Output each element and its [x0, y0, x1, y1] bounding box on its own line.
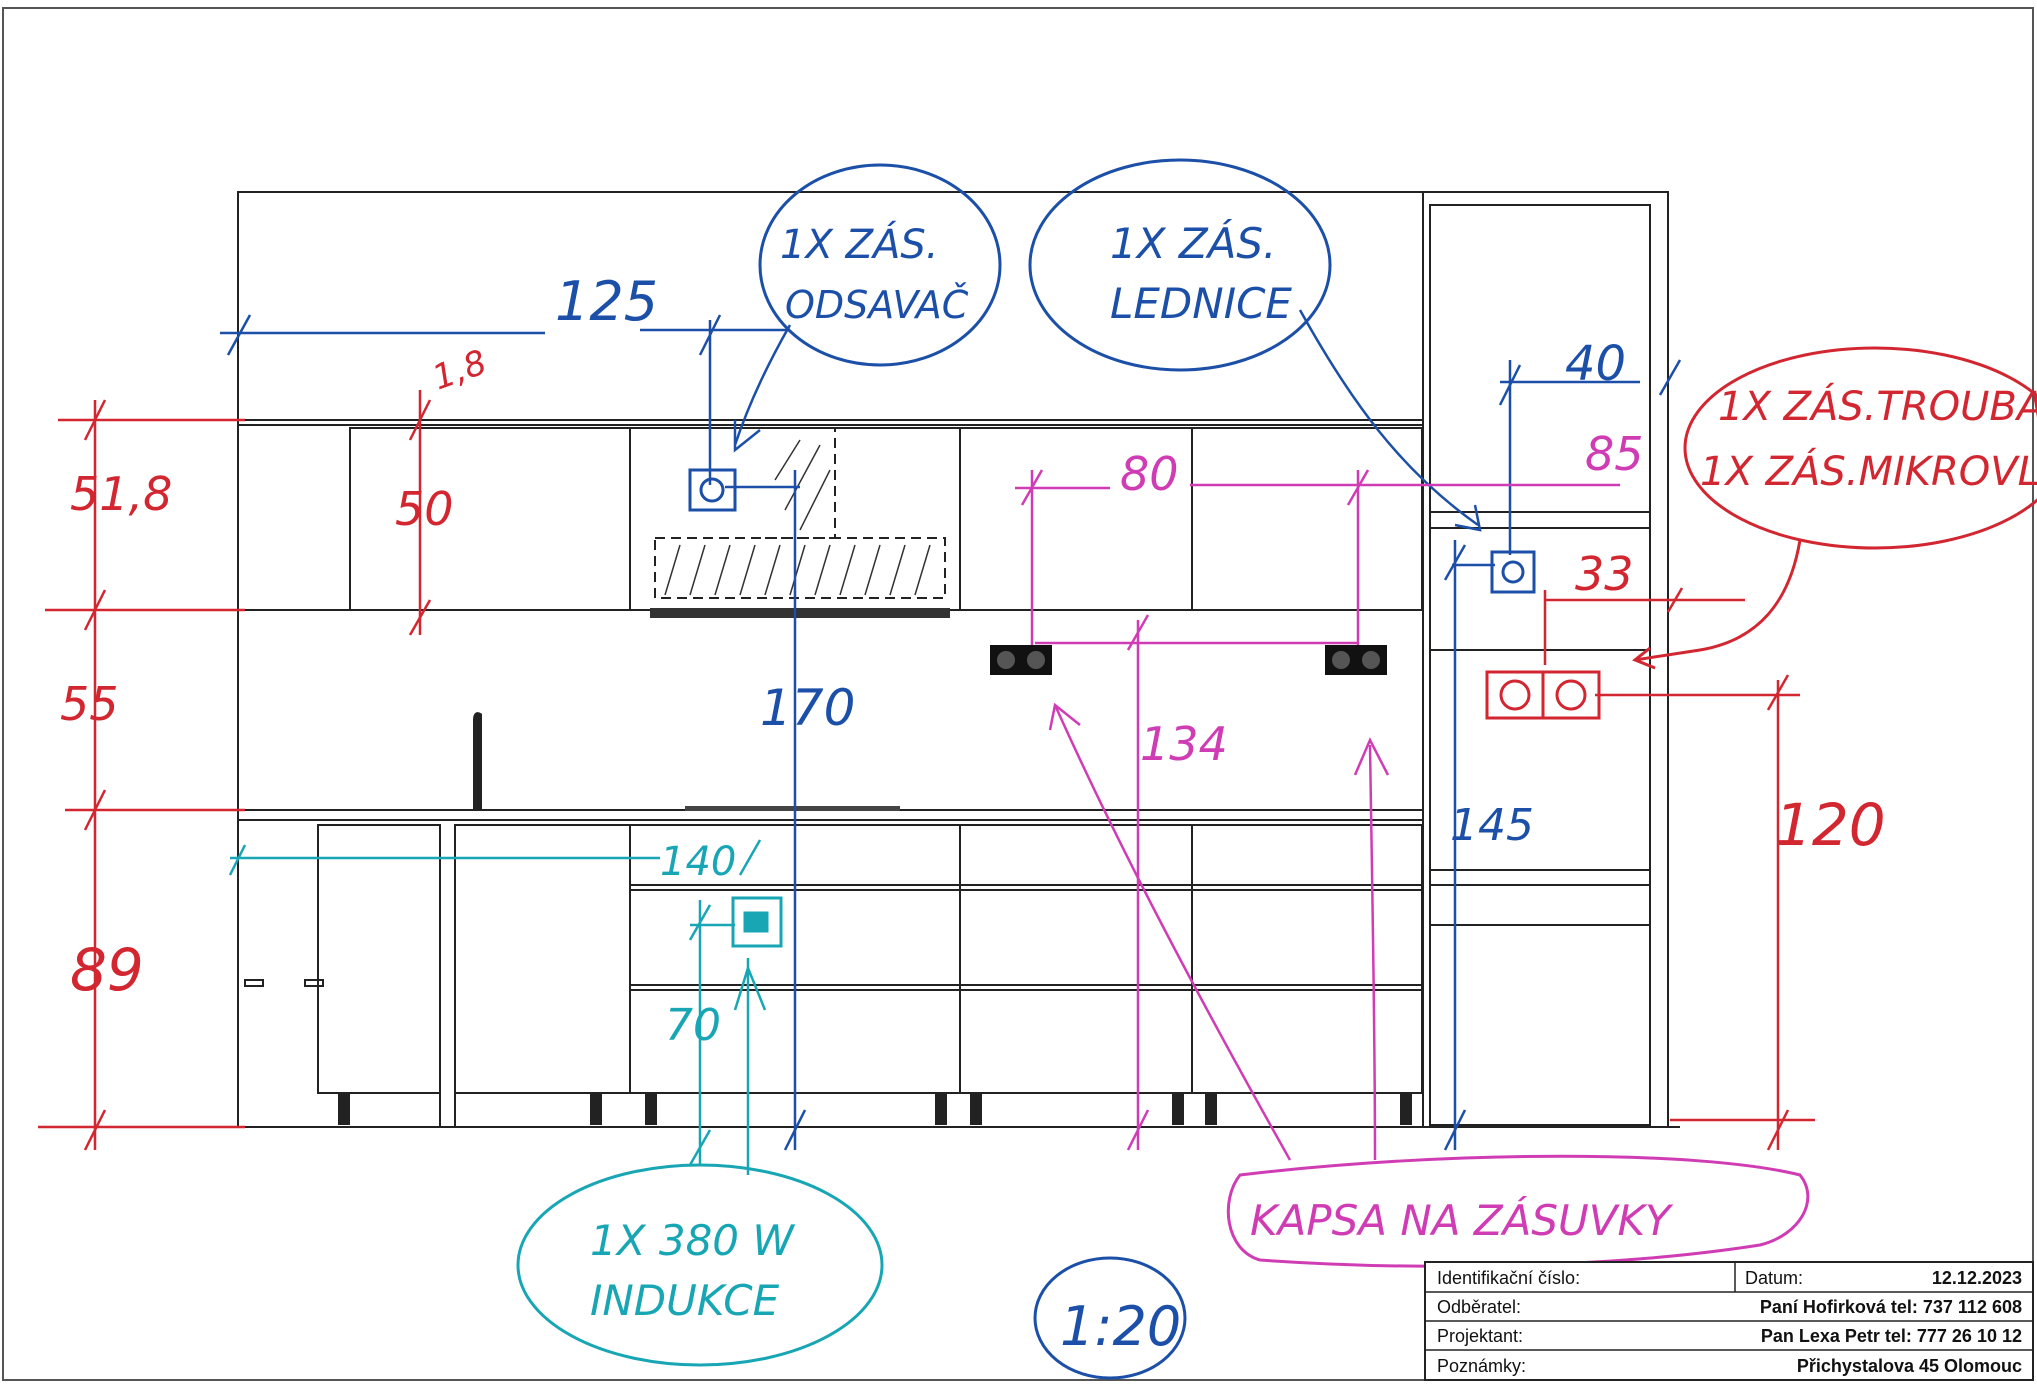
dim-1-8: 1,8	[427, 342, 491, 398]
callout-odsavac-line1: 1X ZÁS.	[780, 220, 938, 268]
kitchen-outline	[237, 191, 1680, 1128]
dim-125: 125	[555, 270, 658, 333]
dim-170: 170	[760, 679, 855, 737]
dim-120: 120	[1775, 791, 1886, 859]
callout-lednice-bubble	[1028, 158, 1332, 372]
callout-indukce-line1: 1X 380 W	[590, 1216, 795, 1265]
dim-40: 40	[1565, 336, 1626, 392]
cabinet-legs	[338, 1093, 1412, 1125]
title-designer-label: Projektant:	[1437, 1326, 1523, 1346]
title-id-label: Identifikační číslo:	[1437, 1268, 1580, 1288]
callout-lednice-line1: 1X ZÁS.	[1110, 218, 1276, 268]
title-date-value: 12.12.2023	[1932, 1268, 2022, 1288]
callout-trouba-bubble	[1683, 346, 2037, 550]
dim-134: 134	[1140, 717, 1228, 771]
callout-kapsa-text: KAPSA NA ZÁSUVKY	[1250, 1195, 1674, 1245]
title-date-label: Datum:	[1745, 1268, 1803, 1288]
sheet-border	[2, 7, 2034, 1381]
title-block: Identifikační číslo: Datum: 12.12.2023 O…	[1424, 1261, 2034, 1381]
title-notes-label: Poznámky:	[1437, 1356, 1526, 1376]
dim-55: 55	[60, 677, 119, 731]
dim-85: 85	[1585, 427, 1644, 481]
red-dimension-lines	[38, 390, 1815, 1151]
cyan-dimension-lines	[228, 839, 767, 1175]
callout-indukce-bubble	[516, 1163, 884, 1367]
dim-70: 70	[665, 1000, 721, 1051]
magenta-dimension-lines	[1015, 469, 1620, 1161]
faucet	[473, 712, 482, 810]
callout-indukce-line2: INDUKCE	[590, 1276, 780, 1325]
kapsa-bubble	[1226, 1154, 1810, 1268]
dim-145: 145	[1450, 800, 1534, 851]
dim-89: 89	[70, 936, 144, 1004]
title-designer-value: Pan Lexa Petr tel: 777 26 10 12	[1761, 1326, 2022, 1346]
blue-sockets	[688, 468, 1536, 594]
backsplash-socket-right	[1325, 645, 1387, 675]
dim-51-8: 51,8	[70, 467, 172, 521]
red-sockets	[1485, 539, 1802, 720]
backsplash-socket-left	[990, 645, 1052, 675]
scale-bubble	[1033, 1256, 1187, 1380]
title-client-value: Paní Hofirková tel: 737 112 608	[1760, 1297, 2022, 1317]
dim-50: 50	[395, 482, 454, 536]
scale-label: 1:20	[1060, 1295, 1181, 1358]
cyan-socket-380v	[731, 896, 783, 948]
dim-140: 140	[660, 839, 736, 885]
dim-33: 33	[1575, 547, 1634, 601]
hob	[685, 806, 900, 811]
callout-odsavac-bubble	[758, 163, 1002, 367]
callout-lednice-line2: LEDNICE	[1110, 279, 1292, 328]
hood-bottom	[650, 608, 950, 618]
callout-trouba-line1: 1X ZÁS.TROUBA	[1718, 382, 2037, 430]
hood-hatching	[664, 439, 931, 596]
callout-trouba-line2: 1X ZÁS.MIKROVLNKA	[1700, 447, 2037, 495]
title-notes-value: Přichystalova 45 Olomouc	[1797, 1356, 2022, 1376]
blue-dimension-lines	[220, 309, 1682, 1151]
callout-odsavac-line2: ODSAVAČ	[785, 283, 969, 327]
dim-80: 80	[1120, 447, 1179, 501]
title-client-label: Odběratel:	[1437, 1297, 1521, 1317]
